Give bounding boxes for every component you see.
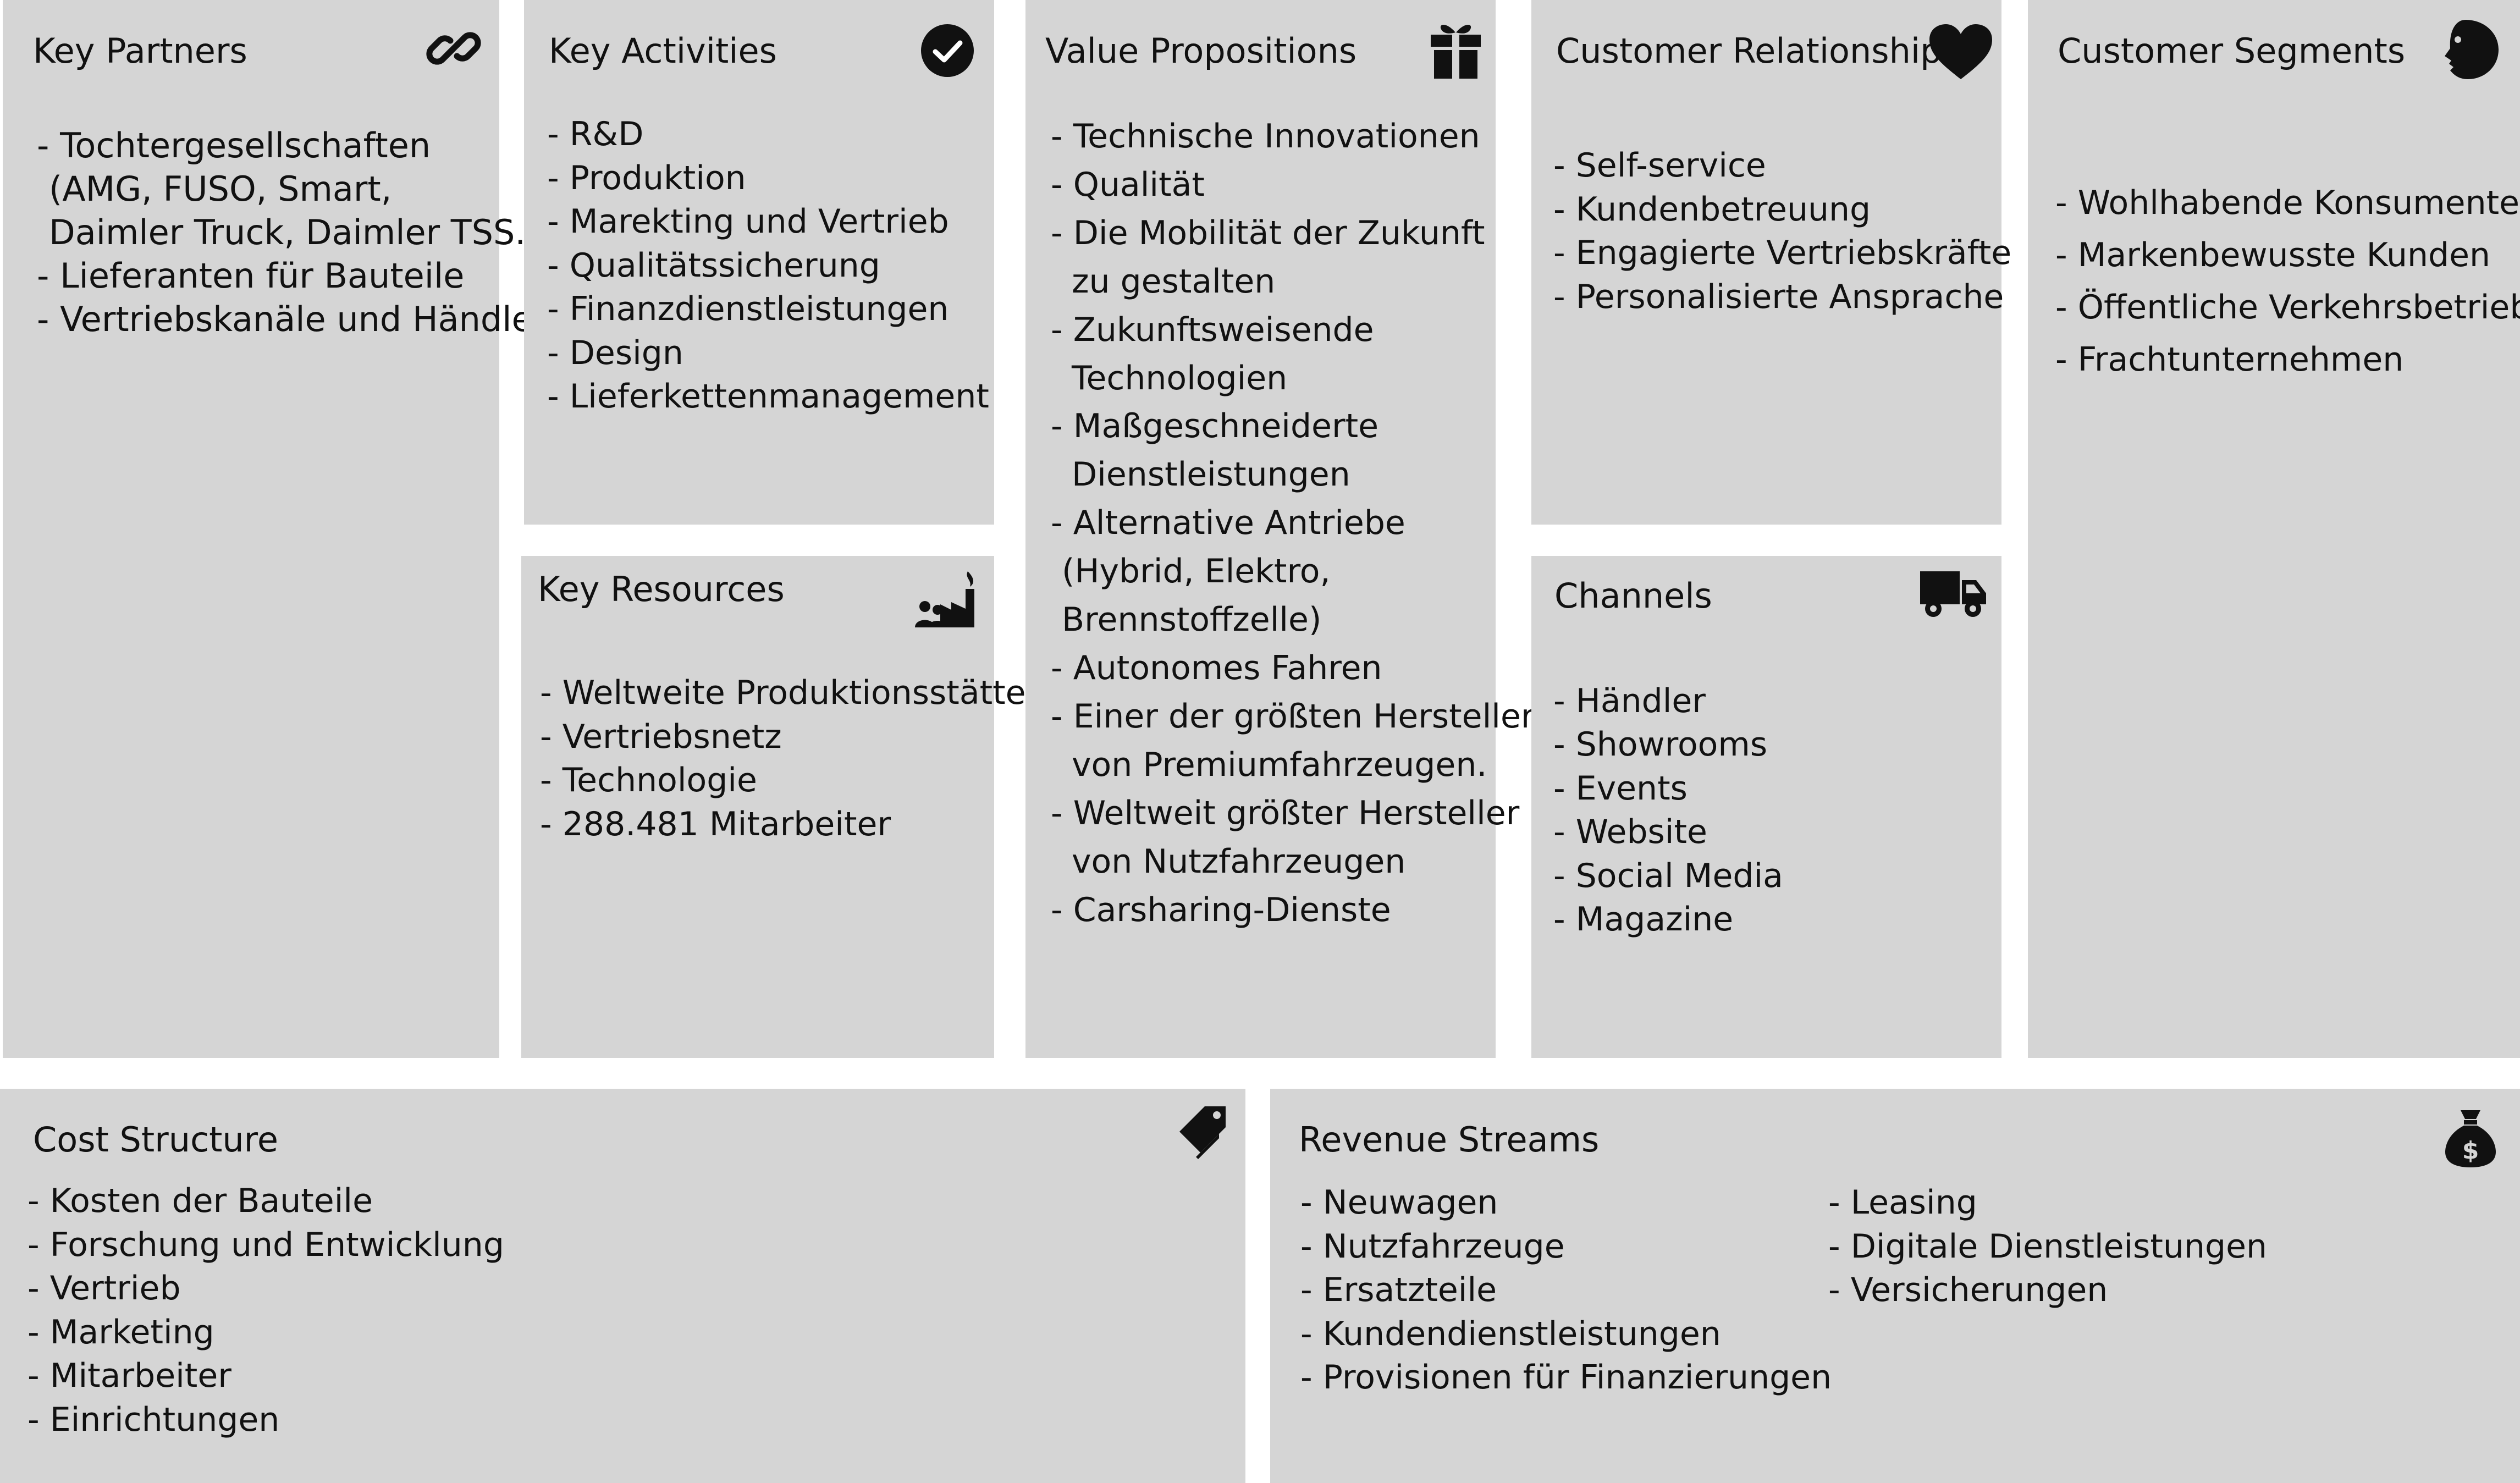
list-item: Daimler Truck, Daimler TSS...) [49, 212, 561, 252]
factory-workers-icon [915, 571, 974, 627]
list-item: - Marketing [27, 1313, 214, 1352]
list-item: - Einrichtungen [27, 1400, 280, 1439]
face-icon [2445, 20, 2499, 79]
revenue-streams-block: Revenue Streams $ - Neuwagen - Nutzfahrz… [1270, 1089, 2520, 1483]
truck-icon [1920, 571, 1986, 617]
list-item: - Markenbewusste Kunden [2055, 236, 2491, 274]
list-item: - Marekting und Vertrieb [547, 202, 949, 241]
list-item: - Leasing [1828, 1183, 1977, 1222]
channels-block: Channels - Händler - Showrooms - Events … [1531, 556, 2001, 1058]
channels-title: Channels [1554, 576, 1712, 616]
list-item: - Ersatzteile [1300, 1271, 1497, 1309]
value-propositions-block: Value Propositions - Technische Innovati… [1025, 0, 1535, 1058]
list-item: - Lieferkettenmanagement [547, 377, 989, 416]
list-item: - Vertrieb [27, 1269, 181, 1308]
list-item: - 288.481 Mitarbeiter [540, 804, 891, 844]
list-item: - Vertriebskanäle und Händler [37, 299, 547, 339]
customer-segments-block: Customer Segments - Wohlhabende Konsumen… [2028, 0, 2520, 1058]
key-resources-block: Key Resources - Weltweite Produktionsstä… [521, 556, 1047, 1058]
list-item: zu gestalten [1072, 262, 1276, 301]
list-item: - Engagierte Vertriebskräfte [1553, 234, 2012, 272]
list-item: - Design [547, 333, 683, 372]
list-item: - Showrooms [1553, 725, 1768, 764]
list-item: - Nutzfahrzeuge [1300, 1227, 1565, 1266]
list-item: - Self-service [1553, 146, 1766, 185]
list-item: Brennstoffzelle) [1062, 600, 1322, 639]
list-item: - Kundenbetreuung [1553, 190, 1871, 229]
key-resources-list: - Weltweite Produktionsstätten - Vertrie… [540, 671, 1047, 846]
list-item: - Autonomes Fahren [1051, 648, 1382, 687]
key-partners-block: Key Partners - Tochtergesellschaften (AM… [3, 0, 561, 1058]
list-item: - R&D [547, 115, 644, 153]
list-item: - Website [1553, 813, 1707, 852]
key-resources-title: Key Resources [538, 569, 785, 609]
revenue-streams-list-left: - Neuwagen - Nutzfahrzeuge - Ersatzteile… [1300, 1181, 1832, 1400]
revenue-streams-list-right: - Leasing - Digitale Dienstleistungen - … [1828, 1181, 2267, 1313]
list-item: - Qualitätssicherung [547, 246, 880, 285]
customer-segments-title: Customer Segments [2058, 31, 2406, 71]
list-item: - Qualität [1051, 165, 1205, 204]
list-item: - Frachtunternehmen [2055, 340, 2404, 379]
list-item: Technologien [1072, 359, 1288, 398]
list-item: - Weltweite Produktionsstätten [540, 674, 1047, 712]
list-item: (Hybrid, Elektro, [1062, 552, 1331, 591]
price-tag-icon [1179, 1106, 1226, 1159]
customer-relationships-block: Customer Relationships - Self-service - … [1531, 0, 2011, 525]
list-item: (AMG, FUSO, Smart, [49, 169, 392, 209]
list-item: - Mitarbeiter [27, 1357, 231, 1395]
list-item: - Events [1553, 769, 1688, 808]
list-item: Dienstleistungen [1072, 455, 1350, 494]
list-item: - Neuwagen [1300, 1183, 1498, 1222]
list-item: - Versicherungen [1828, 1271, 2108, 1309]
key-activities-block: Key Activities - R&D - Produktion - Mare… [524, 0, 994, 525]
list-item: - Social Media [1553, 856, 1783, 895]
list-item: - Zukunftsweisende [1051, 310, 1374, 349]
list-item: - Vertriebsnetz [540, 717, 782, 756]
list-item: - Lieferanten für Bauteile [37, 256, 465, 296]
list-item: - Produktion [547, 158, 746, 197]
list-item: - Die Mobilität der Zukunft [1051, 213, 1485, 252]
list-item: - Maßgeschneiderte [1051, 407, 1379, 446]
key-activities-list: - R&D - Produktion - Marekting und Vertr… [547, 113, 989, 419]
checkmark-icon [921, 24, 974, 77]
customer-relationships-list: - Self-service - Kundenbetreuung - Engag… [1553, 144, 2011, 319]
list-item: - Technische Innovationen [1051, 117, 1480, 156]
cost-structure-title: Cost Structure [33, 1120, 278, 1160]
list-item: - Wohlhabende Konsumenten [2055, 184, 2520, 222]
svg-text:$: $ [2462, 1137, 2479, 1165]
list-item: von Premiumfahrzeugen. [1072, 745, 1487, 784]
list-item: - Finanzdienstleistungen [547, 290, 949, 328]
list-item: - Kundendienstleistungen [1300, 1314, 1721, 1353]
cost-structure-list: - Kosten der Bauteile - Forschung und En… [27, 1179, 504, 1442]
link-icon [426, 32, 481, 65]
channels-list: - Händler - Showrooms - Events - Website… [1553, 680, 1783, 941]
customer-segments-list: - Wohlhabende Konsumenten - Markenbewuss… [2055, 177, 2520, 386]
list-item: - Technologie [540, 761, 757, 800]
list-item: - Kosten der Bauteile [27, 1182, 373, 1220]
heart-icon [1929, 24, 1992, 79]
customer-relationships-title: Customer Relationships [1556, 31, 1960, 71]
key-partners-title: Key Partners [33, 31, 247, 71]
list-item: - Einer der größten Hersteller [1051, 697, 1535, 736]
key-partners-list: - Tochtergesellschaften (AMG, FUSO, Smar… [37, 124, 561, 341]
list-item: - Magazine [1553, 900, 1734, 939]
list-item: - Personalisierte Ansprache [1553, 277, 2004, 316]
gift-icon [1431, 25, 1481, 79]
list-item: - Tochtergesellschaften [37, 125, 431, 166]
cost-structure-block: Cost Structure - Kosten der Bauteile - F… [0, 1089, 1245, 1483]
list-item: - Alternative Antriebe [1051, 504, 1405, 543]
value-propositions-list: - Technische Innovationen - Qualität - D… [1051, 113, 1535, 934]
list-item: von Nutzfahrzeugen [1072, 842, 1406, 881]
key-activities-title: Key Activities [549, 31, 777, 71]
list-item: - Weltweit größter Hersteller [1051, 793, 1520, 833]
list-item: - Carsharing-Dienste [1051, 890, 1391, 929]
money-bag-icon: $ [2445, 1110, 2496, 1167]
list-item: - Öffentliche Verkehrsbetriebe [2055, 288, 2520, 327]
list-item: - Provisionen für Finanzierungen [1300, 1358, 1832, 1397]
list-item: - Forschung und Entwicklung [27, 1225, 504, 1264]
value-propositions-title: Value Propositions [1045, 31, 1357, 71]
revenue-streams-title: Revenue Streams [1299, 1120, 1600, 1160]
list-item: - Digitale Dienstleistungen [1828, 1227, 2268, 1266]
list-item: - Händler [1553, 682, 1706, 720]
